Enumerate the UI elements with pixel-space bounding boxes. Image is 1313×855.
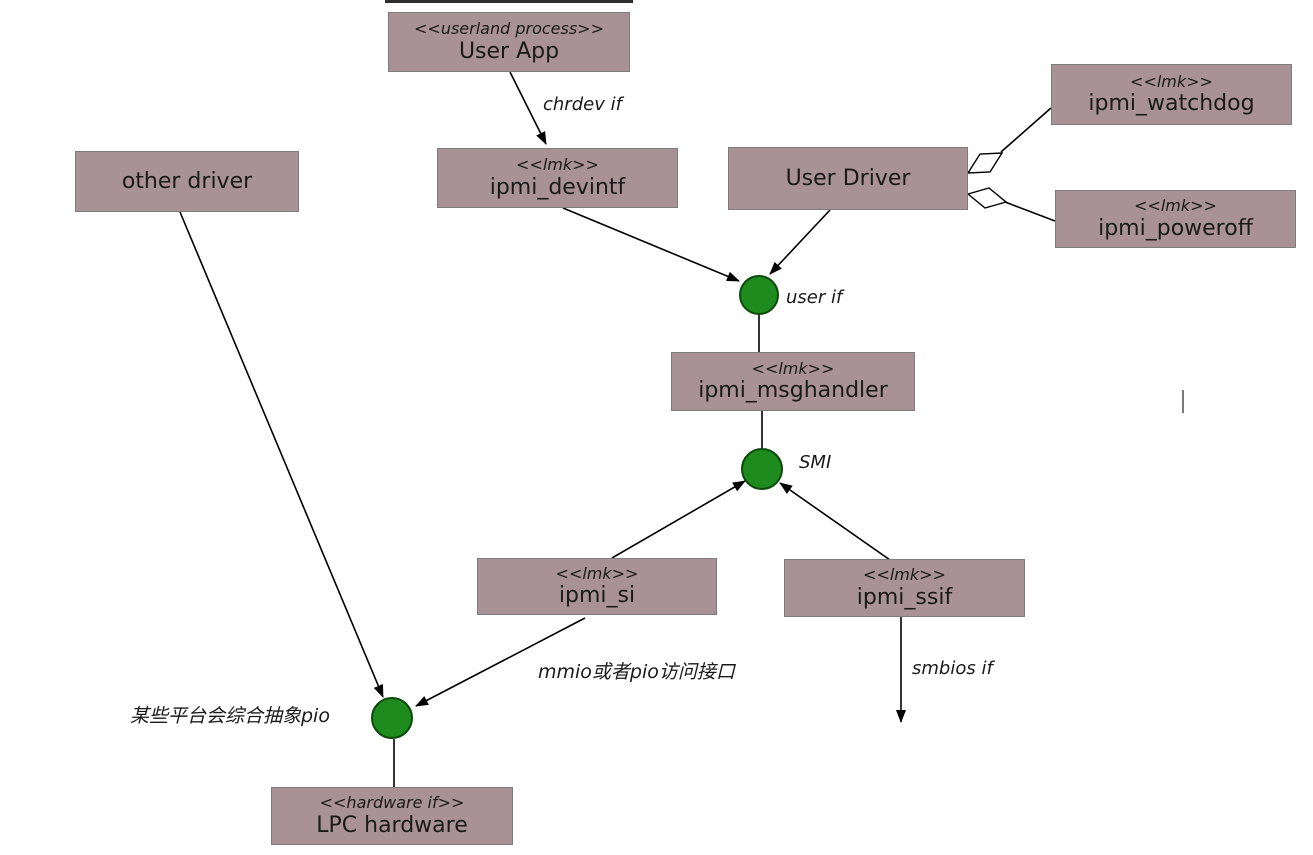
- edge-ssif-smi: [779, 482, 891, 561]
- node-ipmi-poweroff-stereotype: <<lmk>>: [1134, 196, 1217, 216]
- text-cursor-artifact: [1182, 390, 1184, 413]
- node-ipmi-poweroff-label: ipmi_poweroff: [1098, 215, 1253, 241]
- node-ipmi-si-label: ipmi_si: [558, 583, 636, 609]
- node-other-driver-label: other driver: [121, 168, 253, 194]
- node-user-app: <<userland process>> User App: [388, 12, 630, 72]
- edge-si-smi: [611, 480, 746, 559]
- edge-label-smi: SMI: [799, 452, 832, 473]
- node-ipmi-devintf-label: ipmi_devintf: [489, 174, 626, 200]
- node-ipmi-ssif-label: ipmi_ssif: [856, 584, 953, 610]
- node-user-app-label: User App: [458, 38, 560, 64]
- pio-interface-circle: [371, 697, 413, 739]
- node-ipmi-msghandler-label: ipmi_msghandler: [698, 378, 888, 404]
- node-lpc-hardware-stereotype: <<hardware if>>: [319, 793, 465, 813]
- aggregation-diamond-poweroff: [966, 187, 1008, 209]
- node-ipmi-msghandler-stereotype: <<lmk>>: [751, 358, 835, 378]
- node-ipmi-watchdog-label: ipmi_watchdog: [1088, 91, 1255, 117]
- edge-si-pio: [415, 617, 586, 707]
- node-other-driver: other driver: [75, 151, 299, 212]
- node-ipmi-watchdog: <<lmk>> ipmi_watchdog: [1051, 64, 1292, 125]
- node-ipmi-ssif: <<lmk>> ipmi_ssif: [784, 559, 1025, 617]
- node-ipmi-msghandler: <<lmk>> ipmi_msghandler: [671, 352, 915, 411]
- node-lpc-hardware-label: LPC hardware: [316, 812, 468, 838]
- smi-interface-circle: [741, 448, 783, 490]
- edge-userapp-devintf: [509, 71, 547, 145]
- edge-userdriver-userif: [769, 209, 831, 275]
- aggregation-diamond-watchdog: [966, 152, 1004, 174]
- edge-devintf-userif: [562, 207, 740, 282]
- edge-userdriver-poweroff: [1004, 201, 1056, 222]
- edge-label-user-if: user if: [786, 287, 843, 308]
- node-ipmi-ssif-stereotype: <<lmk>>: [863, 565, 946, 585]
- node-lpc-hardware: <<hardware if>> LPC hardware: [271, 787, 513, 845]
- edge-label-pio-note: 某些平台会综合抽象pio: [130, 705, 330, 727]
- edge-label-chrdev-if: chrdev if: [543, 94, 622, 115]
- node-ipmi-poweroff: <<lmk>> ipmi_poweroff: [1055, 190, 1296, 248]
- node-ipmi-si: <<lmk>> ipmi_si: [477, 558, 717, 615]
- node-ipmi-watchdog-stereotype: <<lmk>>: [1130, 71, 1213, 91]
- node-ipmi-si-stereotype: <<lmk>>: [555, 563, 639, 583]
- node-user-driver-label: User Driver: [785, 165, 911, 191]
- clipped-box-edge: [385, 0, 633, 3]
- edge-userdriver-watchdog: [1000, 107, 1052, 153]
- edge-otherdriver-pio: [179, 211, 384, 698]
- node-ipmi-devintf: <<lmk>> ipmi_devintf: [437, 148, 678, 208]
- node-ipmi-devintf-stereotype: <<lmk>>: [516, 155, 599, 175]
- node-user-driver: User Driver: [728, 147, 968, 210]
- user-if-interface-circle: [739, 275, 779, 315]
- edge-label-mmio-pio: mmio或者pio访问接口: [538, 661, 735, 683]
- edge-label-smbios-if: smbios if: [912, 658, 993, 679]
- node-user-app-stereotype: <<userland process>>: [414, 19, 604, 39]
